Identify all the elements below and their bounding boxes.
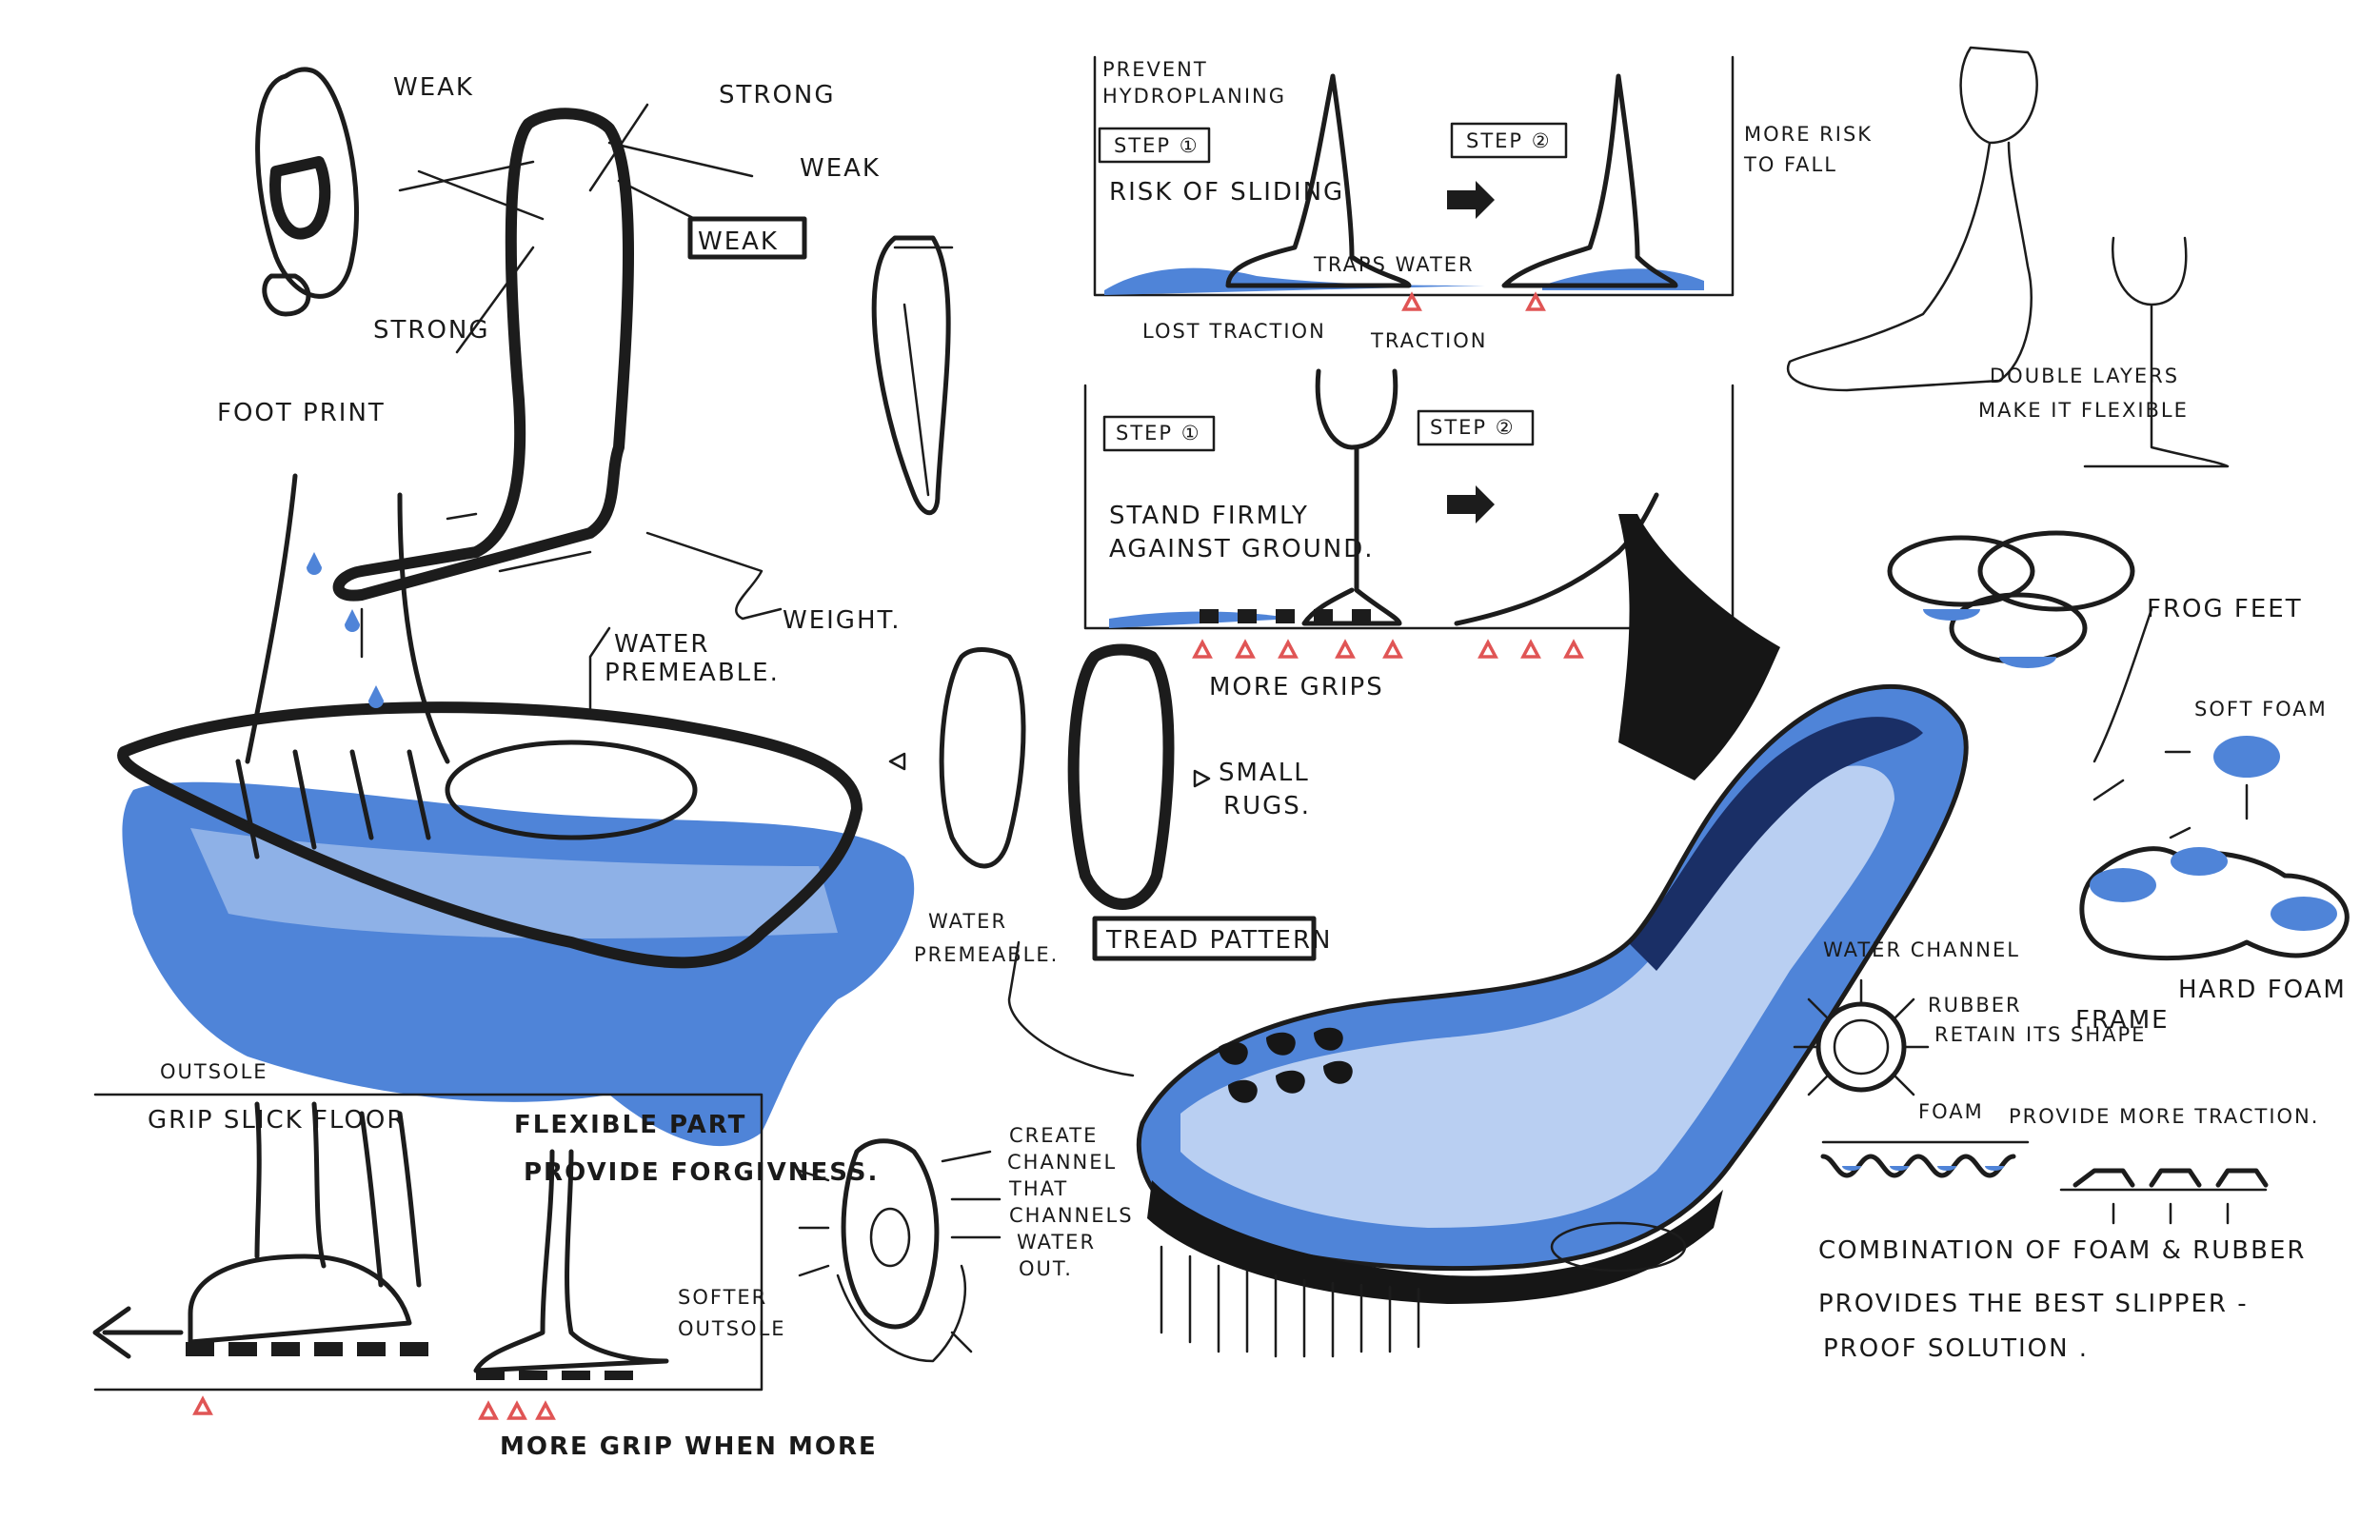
hero-slipper-render: [1007, 514, 1969, 1358]
label-small-rugs-a: SMALL: [1219, 759, 1310, 787]
label-create-channel-a: CREATE: [1009, 1124, 1098, 1147]
label-more-grips: MORE GRIPS: [1209, 673, 1384, 701]
label-double-layers-a: DOUBLE LAYERS: [1990, 365, 2179, 387]
tread-pattern-sketch: [888, 643, 1317, 961]
label-softer-out-sole-b: OUTSOLE: [678, 1317, 786, 1340]
double-layer-frog-feet-sketch: [1786, 46, 2350, 961]
label-prevent-a: PREVENT: [1102, 58, 1208, 81]
label-foot-print: FOOT PRINT: [217, 399, 386, 427]
label-combo-a: COMBINATION OF FOAM & RUBBER: [1818, 1236, 2306, 1265]
water-channel-outsole-sketch: [798, 1138, 1002, 1363]
label-provide-forgiveness: PROVIDE FORGIVNESS.: [524, 1158, 879, 1187]
label-step1: STEP ①: [1114, 134, 1200, 157]
label-soft-foam: SOFT FOAM: [2194, 698, 2328, 721]
label-water-permeable-1a: WATER: [614, 630, 709, 659]
label-more-grip-when-more: MORE GRIP WHEN MORE: [500, 1432, 878, 1461]
foam-rubber-section-sketch: [1793, 978, 2269, 1225]
label-weak-2: WEAK: [800, 154, 881, 183]
label-more-risk-b: TO FALL: [1743, 153, 1837, 176]
label-provide-traction: PROVIDE MORE TRACTION.: [2009, 1105, 2319, 1128]
label-create-channel-e: WATER: [1017, 1231, 1096, 1254]
label-more-risk-a: MORE RISK: [1744, 123, 1873, 146]
label-combo-c: PROOF SOLUTION .: [1823, 1334, 2089, 1363]
label-weak-1: WEAK: [393, 73, 474, 102]
label-retain-shape: RETAIN ITS SHAPE: [1934, 1023, 2146, 1046]
label-stand-firmly-b: AGAINST GROUND.: [1109, 535, 1374, 563]
label-create-channel-b: CHANNEL: [1007, 1151, 1117, 1174]
label-combo-b: PROVIDES THE BEST SLIPPER -: [1818, 1290, 2249, 1318]
label-small-rugs-b: RUGS.: [1223, 792, 1311, 820]
stand-firmly-steps-panel: [1083, 368, 1735, 659]
label-create-channel-d: CHANNELS: [1009, 1204, 1134, 1227]
label-strong-1: STRONG: [719, 81, 836, 109]
label-traps-water: TRAPS WATER: [1313, 253, 1475, 276]
strength-study-sketch: [255, 67, 954, 621]
slipper-water-permeable-sketch: [117, 473, 915, 1147]
hydroplaning-steps-panel: [1093, 55, 1735, 311]
label-softer-out-sole-a: SOFTER: [678, 1286, 767, 1309]
label-frame: FRAME: [2075, 1006, 2170, 1035]
label-hard-foam: HARD FOAM: [2178, 976, 2347, 1004]
label-risk-of-sliding: RISK OF SLIDING: [1109, 178, 1344, 207]
label-tread-pattern: TREAD PATTERN: [1105, 926, 1332, 955]
label-weak-box: WEAK: [698, 227, 779, 256]
label-water-channel: WATER CHANNEL: [1823, 938, 2020, 961]
label-prevent-b: HYDROPLANING: [1102, 85, 1286, 108]
label-traction: TRACTION: [1370, 329, 1488, 352]
label-step2: STEP ②: [1466, 129, 1552, 152]
label-rubber: RUBBER: [1928, 994, 2022, 1017]
label-step2b: STEP ②: [1430, 416, 1516, 439]
label-strong-2: STRONG: [373, 316, 490, 345]
label-weight: WEIGHT.: [783, 606, 902, 635]
label-foam: FOAM: [1918, 1100, 1984, 1123]
label-water-permeable-2a: WATER: [928, 910, 1007, 933]
label-out-sole: OUTSOLE: [160, 1060, 268, 1083]
label-create-channel-f: OUT.: [1019, 1257, 1073, 1280]
label-stand-firmly-a: STAND FIRMLY: [1109, 502, 1309, 530]
grip-slick-floor-panel: [92, 1093, 764, 1420]
label-lost-traction: LOST TRACTION: [1142, 320, 1326, 343]
label-flexible-part: FLEXIBLE PART: [514, 1111, 746, 1139]
label-create-channel-c: THAT: [1008, 1177, 1068, 1200]
label-grip-slick-floor: GRIP SLICK FLOOR: [148, 1106, 406, 1135]
label-water-permeable-2b: PREMEABLE.: [914, 943, 1059, 966]
label-frog-feet: FROG FEET: [2147, 595, 2303, 623]
label-double-layers-b: MAKE IT FLEXIBLE: [1978, 399, 2189, 422]
label-step1b: STEP ①: [1116, 422, 1201, 444]
label-water-permeable-1b: PREMEABLE.: [605, 659, 780, 687]
